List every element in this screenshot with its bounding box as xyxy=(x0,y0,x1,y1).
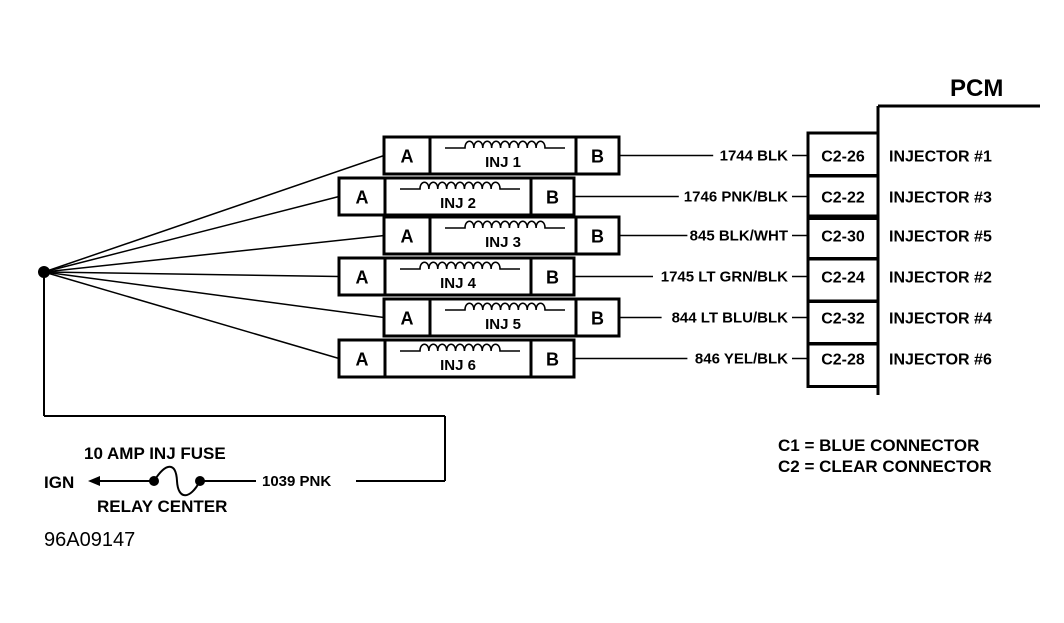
injector-row: A B INJ 6 846 YEL/BLK C2-28 INJECTOR #6 xyxy=(43,271,992,388)
terminal-a-label: A xyxy=(401,227,414,247)
coil-winding xyxy=(400,343,520,352)
circuit-wire-label: 1744 BLK xyxy=(720,148,789,165)
terminal-a-label: A xyxy=(356,268,369,288)
fuse-label: 10 AMP INJ FUSE xyxy=(84,444,226,463)
feed-wire-label: 1039 PNK xyxy=(262,473,331,490)
fanout-wire xyxy=(43,271,385,319)
terminal-a-label: A xyxy=(401,309,414,329)
terminal-b-label: B xyxy=(546,188,559,208)
fuse-terminal-left xyxy=(149,476,159,486)
circuit-wire-label: 846 YEL/BLK xyxy=(695,351,788,368)
legend-c2: C2 = CLEAR CONNECTOR xyxy=(778,457,992,476)
terminal-b-label: B xyxy=(591,309,604,329)
terminal-b-label: B xyxy=(546,350,559,370)
injector-label: INJ 2 xyxy=(440,195,476,212)
pcm-injector-label: INJECTOR #4 xyxy=(889,311,992,328)
terminal-a-label: A xyxy=(356,188,369,208)
injector-row: A B INJ 3 845 BLK/WHT C2-30 INJECTOR #5 xyxy=(43,214,992,273)
legend-c1: C1 = BLUE CONNECTOR xyxy=(778,436,979,455)
coil-winding xyxy=(445,140,565,149)
terminal-a-label: A xyxy=(401,147,414,167)
terminal-b-label: B xyxy=(546,268,559,288)
fanout-wire xyxy=(43,271,340,360)
pcm-injector-label: INJECTOR #5 xyxy=(889,229,992,246)
coil-winding xyxy=(400,181,520,190)
coil-winding xyxy=(445,302,565,311)
injector-label: INJ 4 xyxy=(440,275,477,292)
pcm-pin-label: C2-22 xyxy=(821,190,865,207)
injector-row: A B INJ 1 1744 BLK C2-26 INJECTOR #1 xyxy=(43,131,992,273)
terminal-b-label: B xyxy=(591,227,604,247)
coil-winding xyxy=(445,220,565,229)
pcm-pin-label: C2-24 xyxy=(821,270,865,287)
pcm-pin-box xyxy=(806,174,880,220)
splice-dot xyxy=(38,266,50,278)
relay-center-label: RELAY CENTER xyxy=(97,497,227,516)
pcm-title: PCM xyxy=(950,75,1003,102)
pcm-pin-label: C2-32 xyxy=(821,311,865,328)
terminal-b-label: B xyxy=(591,147,604,167)
coil-winding xyxy=(400,261,520,270)
circuit-wire-label: 845 BLK/WHT xyxy=(690,228,788,245)
circuit-wire-label: 1745 LT GRN/BLK xyxy=(661,269,788,286)
injector-label: INJ 6 xyxy=(440,357,476,374)
injector-row: A B INJ 4 1745 LT GRN/BLK C2-24 INJECTOR #2 xyxy=(43,256,992,303)
injector-row: A B INJ 2 1746 PNK/BLK C2-22 INJECTOR #3 xyxy=(43,174,992,273)
pcm-injector-label: INJECTOR #1 xyxy=(889,149,992,166)
fanout-wire xyxy=(43,154,385,273)
injector-row: A B INJ 5 844 LT BLU/BLK C2-32 INJECTOR #4 xyxy=(43,271,992,346)
pcm-pin-label: C2-30 xyxy=(821,229,865,246)
pcm-injector-label: INJECTOR #6 xyxy=(889,352,992,369)
injector-label: INJ 5 xyxy=(485,316,521,333)
circuit-wire-label: 1746 PNK/BLK xyxy=(684,189,788,206)
injector-rows: A B INJ 1 1744 BLK C2-26 INJECTOR #1 A B INJ 2 17… xyxy=(43,131,992,388)
fanout-wire xyxy=(43,234,385,273)
fanout-wire xyxy=(43,271,340,278)
ign-label: IGN xyxy=(44,473,74,492)
figure-code: 96A09147 xyxy=(44,529,135,551)
pcm-pin-label: C2-26 xyxy=(821,149,865,166)
terminal-a-label: A xyxy=(356,350,369,370)
fanout-wire xyxy=(43,195,340,273)
pcm-pin-box xyxy=(806,342,880,388)
feed-circuit xyxy=(43,272,446,497)
ign-arrow xyxy=(88,476,100,486)
injector-label: INJ 3 xyxy=(485,234,521,251)
fuse-terminal-right xyxy=(195,476,205,486)
circuit-wire-label: 844 LT BLU/BLK xyxy=(672,310,789,327)
pcm-injector-label: INJECTOR #3 xyxy=(889,190,992,207)
pcm-pin-label: C2-28 xyxy=(821,352,865,369)
pcm-injector-label: INJECTOR #2 xyxy=(889,270,992,287)
injector-label: INJ 1 xyxy=(485,154,521,171)
